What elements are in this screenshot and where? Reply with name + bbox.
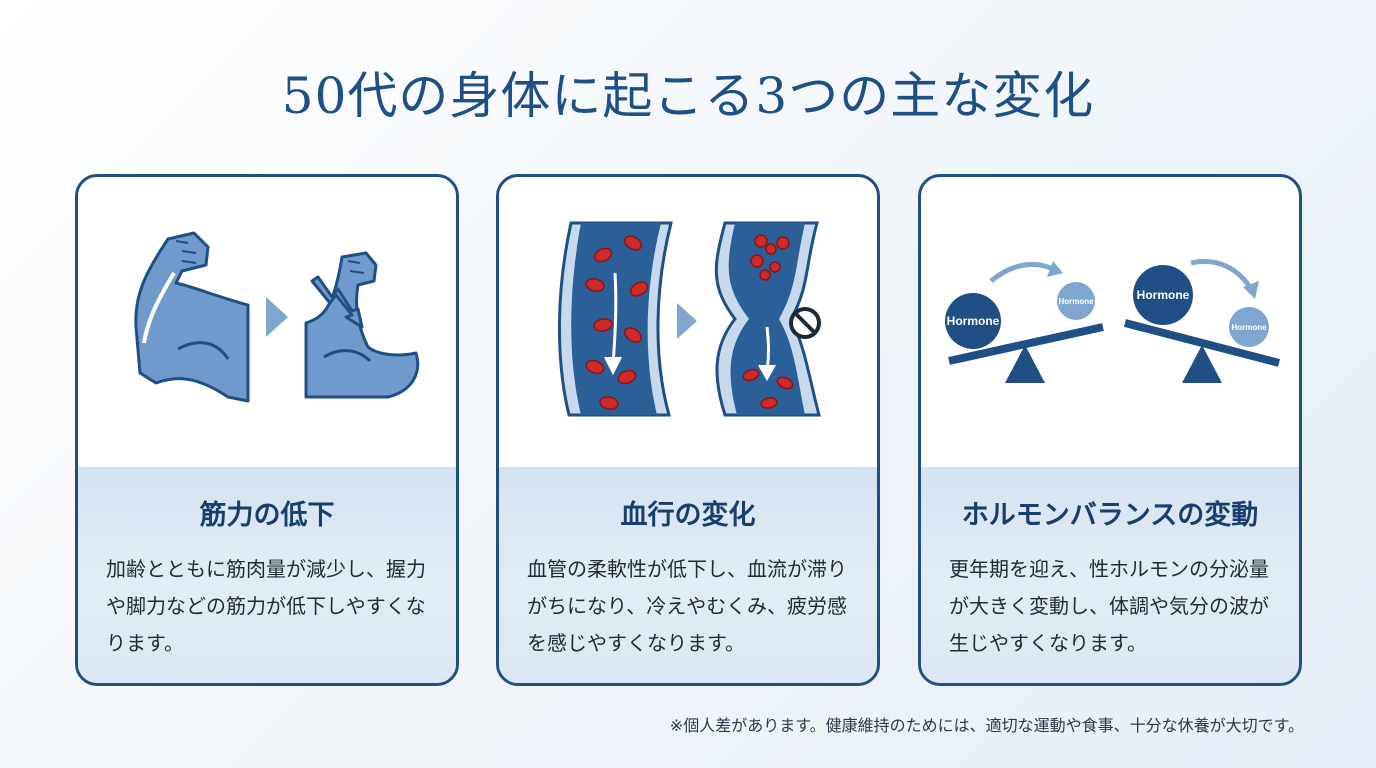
card-title: ホルモンバランスの変動 — [961, 500, 1259, 531]
card-text-panel: 血行の変化 血管の柔軟性が低下し、血流が滞りがちになり、冷えやむくみ、疲労感を感… — [499, 467, 877, 683]
card-blood-circulation: 血行の変化 血管の柔軟性が低下し、血流が滞りがちになり、冷えやむくみ、疲労感を感… — [496, 174, 880, 686]
narrowed-vessel-icon — [714, 221, 821, 417]
card-title: 筋力の低下 — [199, 500, 335, 531]
down-arrow-icon — [310, 275, 364, 329]
card-text-panel: 筋力の低下 加齢とともに筋肉量が減少し、握力や脚力などの筋力が低下しやすくなりま… — [78, 467, 456, 683]
hormone-label: Hormone — [1231, 323, 1267, 332]
hormone-label: Hormone — [1137, 288, 1190, 302]
hormone-balance-illustration: Hormone Hormone Hormone Hormone — [945, 259, 1281, 383]
card-hormone-balance: Hormone Hormone Hormone Hormone ホルモンバランス… — [918, 174, 1302, 686]
blood-vessel-icon — [558, 221, 673, 417]
hormone-label: Hormone — [1058, 297, 1094, 306]
footnote: ※個人差があります。健康維持のためには、適切な運動や食事、十分な休養が大切です。 — [669, 716, 1304, 735]
blood-vessel-illustration — [558, 221, 821, 417]
flexed-arm-icon — [134, 231, 250, 403]
card-text-panel: ホルモンバランスの変動 更年期を迎え、性ホルモンの分泌量が大きく変動し、体調や気… — [921, 467, 1299, 683]
card-muscle-strength: 筋力の低下 加齢とともに筋肉量が減少し、握力や脚力などの筋力が低下しやすくなりま… — [75, 174, 459, 686]
card-title: 血行の変化 — [620, 500, 756, 531]
muscle-illustration — [134, 231, 420, 403]
seesaw-icon: Hormone Hormone — [945, 261, 1104, 383]
page-title: 50代の身体に起こる3つの主な変化 — [281, 67, 1095, 125]
seesaw-icon: Hormone Hormone — [1123, 259, 1281, 383]
card-description: 血管の柔軟性が低下し、血流が滞りがちになり、冷えやむくみ、疲労感を感じやすくなり… — [527, 557, 847, 655]
transition-arrow-icon — [266, 297, 288, 337]
hormone-label: Hormone — [947, 314, 1000, 328]
no-entry-icon — [789, 307, 821, 339]
card-description: 更年期を迎え、性ホルモンの分泌量が大きく変動し、体調や気分の波が生じやすくなりま… — [949, 557, 1269, 655]
card-description: 加齢とともに筋肉量が減少し、握力や脚力などの筋力が低下しやすくなります。 — [106, 557, 426, 655]
transition-arrow-icon — [677, 303, 697, 339]
